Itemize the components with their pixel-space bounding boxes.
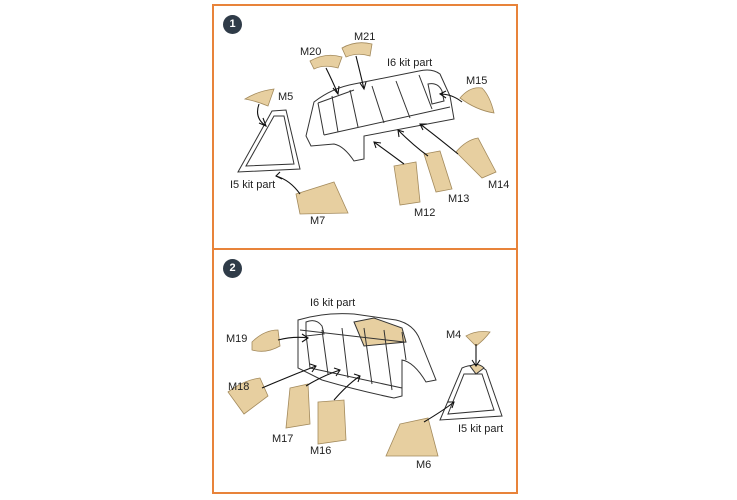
step-2-diagram: I6 kit part I5 kit part M19 M4 M18 M17 M…	[226, 297, 503, 471]
label-M18: M18	[228, 381, 249, 393]
label-M21: M21	[354, 31, 375, 43]
mask-shapes-step2	[227, 329, 491, 457]
label-M7: M7	[310, 215, 325, 227]
mask-M6	[385, 417, 439, 457]
mask-M4	[465, 331, 491, 347]
label-M14: M14	[488, 179, 509, 191]
placement-arrows-step2	[261, 333, 481, 423]
mask-M12	[393, 161, 421, 206]
small-canopy-I5-step2	[439, 363, 503, 421]
main-canopy-I6	[305, 69, 455, 162]
mask-M15	[459, 87, 495, 114]
mask-M21	[341, 42, 373, 58]
label-M16: M16	[310, 445, 331, 457]
mask-M5	[243, 88, 275, 107]
mask-M19	[251, 329, 281, 352]
mask-M14	[455, 137, 497, 179]
mask-M18	[227, 377, 269, 415]
label-M20: M20	[300, 46, 321, 58]
step-1-diagram: I6 kit part I5 kit part M20 M21 M5 M15 M…	[230, 31, 509, 227]
label-M12: M12	[414, 207, 435, 219]
mask-M7	[295, 181, 349, 215]
label-M5: M5	[278, 91, 293, 103]
kit-part-label-I6: I6 kit part	[310, 297, 355, 309]
label-M13: M13	[448, 193, 469, 205]
main-canopy-I6-step2	[297, 313, 437, 399]
step-2-labels: I6 kit part I5 kit part M19 M4 M18 M17 M…	[226, 297, 503, 471]
mask-shapes	[243, 42, 497, 215]
mask-M16	[317, 399, 347, 445]
step-1-panel: 1	[212, 4, 518, 250]
small-canopy-I5	[237, 109, 301, 173]
step-1-badge: 1	[223, 15, 242, 34]
step-2-badge: 2	[223, 259, 242, 278]
placement-arrows	[257, 55, 463, 195]
label-M6: M6	[416, 459, 431, 471]
step-1-labels: I6 kit part I5 kit part M20 M21 M5 M15 M…	[230, 31, 509, 227]
label-M17: M17	[272, 433, 293, 445]
step-2-panel: 2	[212, 248, 518, 494]
mask-M17	[285, 383, 311, 429]
label-M19: M19	[226, 333, 247, 345]
kit-part-label-I5: I5 kit part	[230, 179, 275, 191]
label-M15: M15	[466, 75, 487, 87]
kit-part-label-I6: I6 kit part	[387, 57, 432, 69]
mask-M13	[423, 150, 453, 193]
mask-M20	[309, 54, 343, 70]
kit-part-label-I5: I5 kit part	[458, 423, 503, 435]
label-M4: M4	[446, 329, 461, 341]
